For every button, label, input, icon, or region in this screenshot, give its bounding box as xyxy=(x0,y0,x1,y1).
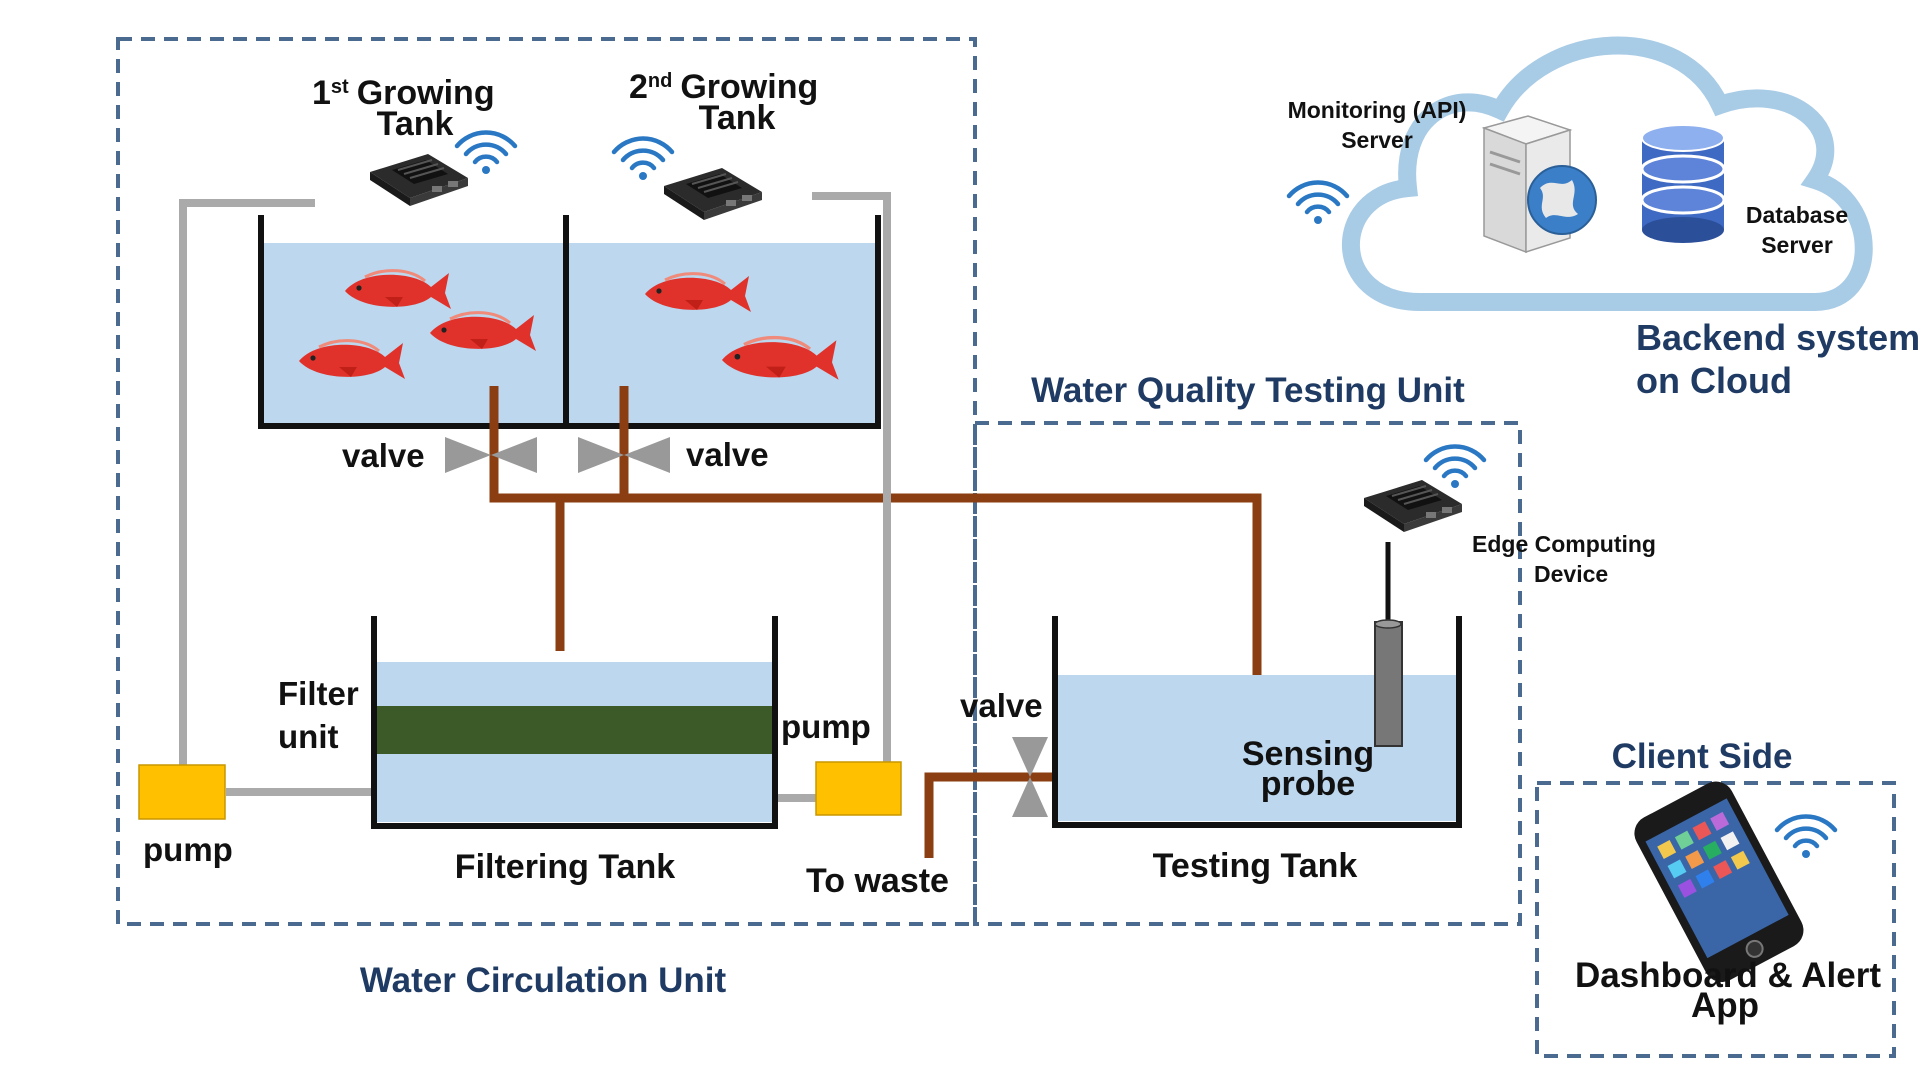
backend-title-1: Backend system xyxy=(1636,317,1920,358)
growing-tank-2-title-line2: Tank xyxy=(699,99,776,137)
sensing-probe-label-1: Sensing xyxy=(1242,735,1374,773)
edge-device-label-1: Edge Computing xyxy=(1472,531,1656,557)
api-server-label-1: Monitoring (API) xyxy=(1288,97,1467,123)
wifi-icon xyxy=(1777,817,1835,858)
app-label-2: App xyxy=(1691,986,1759,1025)
filtering-tank-label: Filtering Tank xyxy=(455,848,675,886)
filter-media xyxy=(377,706,773,754)
backend-title-2: on Cloud xyxy=(1636,360,1792,401)
growing-tanks-wall xyxy=(258,215,881,429)
client-side-title: Client Side xyxy=(1612,737,1793,776)
wifi-icon xyxy=(1426,447,1484,488)
sensing-probe-icon xyxy=(1374,621,1403,747)
db-server-label-2: Server xyxy=(1761,232,1833,258)
water-quality-box xyxy=(973,421,1522,926)
cloud-shape xyxy=(1341,36,1873,311)
valve-left-label: valve xyxy=(342,437,425,474)
db-server-label-1: Database xyxy=(1746,202,1848,228)
app-label-1: Dashboard & Alert xyxy=(1575,956,1881,995)
wifi-icon xyxy=(614,139,672,180)
to-waste-label: To waste xyxy=(806,862,949,900)
api-server-label-2: Server xyxy=(1341,127,1413,153)
water-circulation-title: Water Circulation Unit xyxy=(360,961,727,1000)
valve-test-label: valve xyxy=(960,687,1043,724)
filter-unit-label-1: Filter xyxy=(278,675,359,712)
client-side-box xyxy=(1535,781,1896,1058)
pump-right xyxy=(815,761,902,816)
edge-device-label-2: Device xyxy=(1534,561,1608,587)
pump-right-label: pump xyxy=(781,708,871,745)
edge-device-icon xyxy=(369,153,469,207)
sensing-probe-label-2: probe xyxy=(1261,765,1355,803)
valve-right-label: valve xyxy=(686,436,769,473)
testing-tank-label: Testing Tank xyxy=(1153,847,1358,885)
growing-tank-1-title-line2: Tank xyxy=(377,105,454,143)
water-quality-title: Water Quality Testing Unit xyxy=(1031,371,1465,410)
pump-left-label: pump xyxy=(143,831,233,868)
smartphone-icon xyxy=(1634,781,1804,983)
edge-device-icon xyxy=(1363,479,1463,533)
api-server-icon xyxy=(1481,115,1597,254)
database-server-icon xyxy=(1640,124,1726,243)
filter-unit-label-2: unit xyxy=(278,718,338,755)
growing-tank-2-water xyxy=(568,243,876,423)
pump-left xyxy=(138,764,226,820)
testing-tank-wall xyxy=(1052,616,1462,828)
edge-device-icon xyxy=(663,167,763,221)
filtering-tank-wall xyxy=(371,616,778,829)
wifi-icon xyxy=(457,133,515,174)
wifi-icon xyxy=(1289,183,1347,224)
